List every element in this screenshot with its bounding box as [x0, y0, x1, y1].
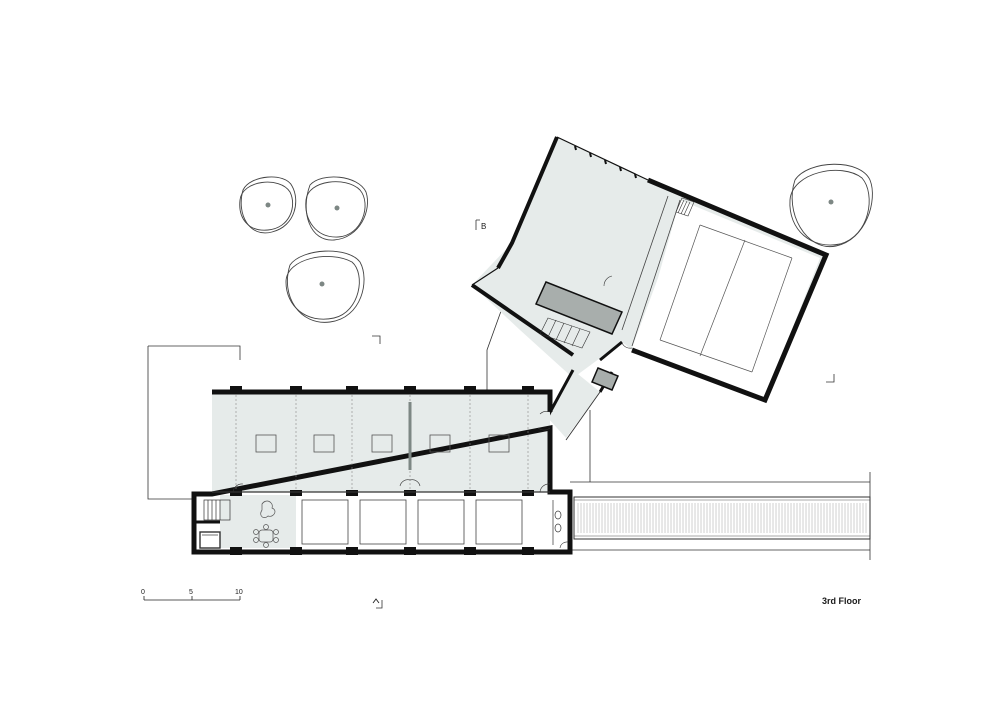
scale-tick-5: 5 [189, 589, 193, 596]
wall-pier [404, 490, 416, 496]
wall-pier [464, 386, 476, 394]
scale-tick-0: 0 [141, 589, 145, 596]
trees [239, 163, 873, 323]
wall-pier [522, 490, 534, 496]
section-marker-b: B [475, 219, 486, 231]
scale-bar: 0 5 10 [141, 589, 243, 601]
hall-floor [632, 200, 820, 398]
wall-pier [464, 547, 476, 555]
gallery-floor [212, 392, 550, 492]
tree-icon [285, 250, 365, 323]
wall-pier [290, 547, 302, 555]
wall-pier [230, 386, 242, 394]
wc-fixtures [552, 500, 562, 545]
hall-markings [659, 224, 793, 373]
corner-marks [372, 335, 835, 383]
piers [230, 386, 534, 555]
wall-pier [230, 547, 242, 555]
svg-text:B: B [481, 222, 486, 231]
tree-icon [789, 163, 873, 247]
wall-pier [290, 490, 302, 496]
path-line [486, 299, 506, 393]
core-block [534, 281, 624, 335]
door-swing-icon [232, 411, 569, 549]
tree-icon [305, 176, 368, 241]
neighbor-building-outline [147, 345, 241, 500]
wall-pier [346, 547, 358, 555]
wall-pier [290, 386, 302, 394]
stair-icon [675, 197, 695, 217]
scale-tick-10: 10 [235, 589, 243, 596]
skylights [255, 434, 510, 453]
wall-pier [522, 547, 534, 555]
west-room-floor [220, 495, 296, 548]
elevator-core [591, 367, 619, 391]
wall-pier [230, 490, 242, 496]
wall-pier [346, 490, 358, 496]
floor-title: 3rd Floor [822, 596, 861, 606]
upper-block [470, 136, 830, 404]
bridge [570, 472, 871, 560]
wall-pier [464, 490, 476, 496]
stair-icon [199, 499, 231, 549]
bridge-hatching [577, 503, 867, 533]
tree-icon [239, 176, 297, 234]
wall-pier [404, 547, 416, 555]
table-icon [253, 500, 279, 548]
wall-pier [346, 386, 358, 394]
wall-pier [404, 386, 416, 394]
south-rooms [301, 499, 523, 545]
site-context [147, 299, 591, 500]
wall-pier [522, 386, 534, 394]
stair-icon [539, 317, 591, 349]
door-swing-icon [603, 275, 633, 349]
north-marker-icon [372, 598, 383, 609]
lower-block [191, 386, 573, 555]
glazing-ticks [574, 145, 637, 179]
